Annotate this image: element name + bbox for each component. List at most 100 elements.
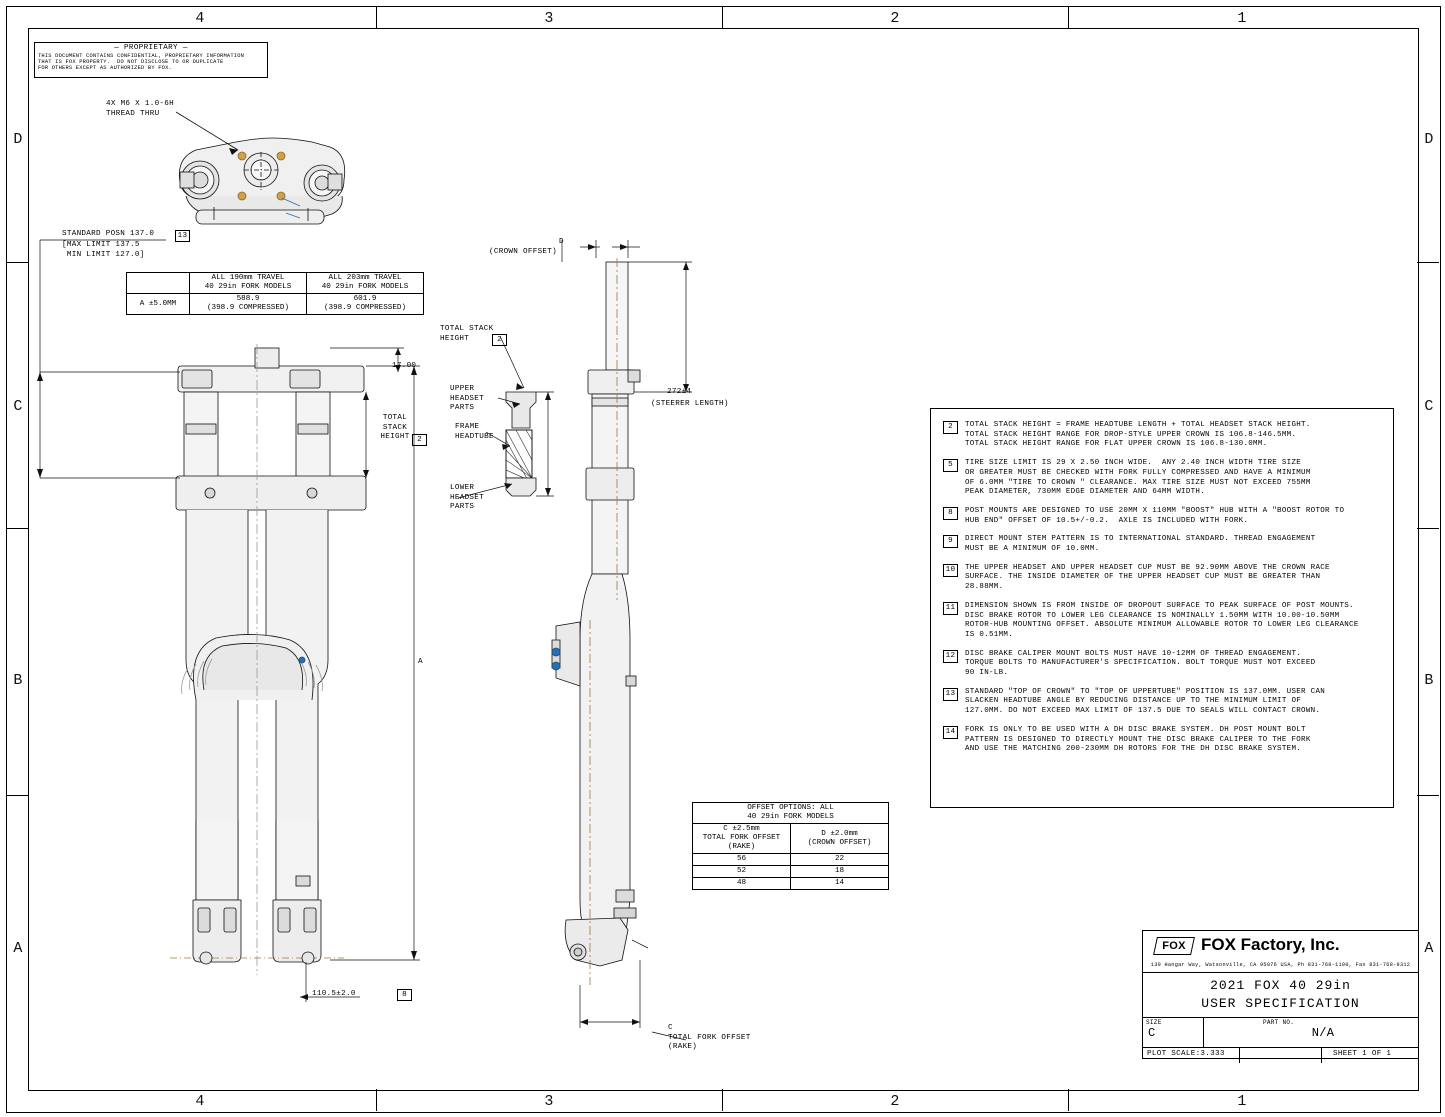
company-address-row: 130 Hangar Way, Watsonville, CA 95076 US… xyxy=(1143,961,1418,972)
table-row: A ±5.0MM 588.9 (398.9 COMPRESSED) 601.9 … xyxy=(126,293,424,315)
zone-label-bottom-4: 4 xyxy=(195,1093,205,1110)
callout-standard-posn-limits: [MAX LIMIT 137.5 MIN LIMIT 127.0] xyxy=(62,241,145,259)
zone-label-top-3: 3 xyxy=(544,10,554,27)
note-text: FORK IS ONLY TO BE USED WITH A DH DISC B… xyxy=(965,725,1311,754)
travel-table-value-203: 601.9 (398.9 COMPRESSED) xyxy=(306,293,424,315)
travel-table-grid: ALL 190mm TRAVEL 40 29in FORK MODELS ALL… xyxy=(126,272,424,315)
offset-table-c-2: 52 xyxy=(692,865,791,878)
zone-label-right-D: D xyxy=(1424,131,1434,148)
proprietary-body: THIS DOCUMENT CONTAINS CONFIDENTIAL, PRO… xyxy=(38,53,245,72)
zone-divider xyxy=(376,1089,377,1111)
note-flag: 14 xyxy=(943,725,958,739)
offset-table-grid: OFFSET OPTIONS: ALL 40 29in FORK MODELS … xyxy=(692,802,889,890)
sheet-outer-border xyxy=(6,6,1441,1113)
travel-table: ALL 190mm TRAVEL 40 29in FORK MODELS ALL… xyxy=(126,272,424,315)
note-flag: 10 xyxy=(943,563,958,577)
dimension-A: A xyxy=(418,658,423,666)
callout-total-stack-mid: TOTAL STACK HEIGHT xyxy=(440,325,494,343)
table-row: 48 14 xyxy=(692,877,889,890)
headset-detail xyxy=(505,391,537,497)
note-text: THE UPPER HEADSET AND UPPER HEADSET CUP … xyxy=(965,563,1330,592)
drawing-title-line2: USER SPECIFICATION xyxy=(1201,996,1360,1011)
note-item: 2 TOTAL STACK HEIGHT = FRAME HEADTUBE LE… xyxy=(943,421,1383,450)
note-flag: 8 xyxy=(943,506,958,520)
note-text: POST MOUNTS ARE DESIGNED TO USE 20MM X 1… xyxy=(965,506,1345,525)
travel-table-header-203: ALL 203mm TRAVEL 40 29in FORK MODELS xyxy=(306,272,424,294)
table-row: 52 18 xyxy=(692,865,889,878)
note-text: DIRECT MOUNT STEM PATTERN IS TO INTERNAT… xyxy=(965,535,1316,554)
note-item: 11 DIMENSION SHOWN IS FROM INSIDE OF DRO… xyxy=(943,601,1383,641)
offset-table-d-2: 18 xyxy=(790,865,889,878)
zone-divider xyxy=(6,795,28,796)
note-flag: 12 xyxy=(943,649,958,663)
dimension-lines xyxy=(37,239,692,1041)
fox-logo-mark-box: FOX xyxy=(1153,937,1195,955)
offset-table-header-d: D ±2.0mm (CROWN OFFSET) xyxy=(790,823,889,854)
zone-label-top-1: 1 xyxy=(1237,10,1247,27)
travel-table-header-190: ALL 190mm TRAVEL 40 29in FORK MODELS xyxy=(189,272,307,294)
note-item: 14 FORK IS ONLY TO BE USED WITH A DH DIS… xyxy=(943,725,1383,755)
title-block: FOX FOX Factory, Inc. 130 Hangar Way, Wa… xyxy=(1142,930,1419,1063)
zone-label-left-D: D xyxy=(13,131,23,148)
zone-label-left-B: B xyxy=(13,672,23,689)
note-flag: 9 xyxy=(943,535,958,549)
divider xyxy=(1239,1048,1240,1063)
zone-divider xyxy=(6,262,28,263)
callout-total-stack-mid-flag: 2 xyxy=(492,334,507,346)
note-text: TIRE SIZE LIMIT IS 29 X 2.50 INCH WIDE. … xyxy=(965,459,1311,497)
callout-crown-offset-d: D xyxy=(559,238,564,246)
note-item: 13 STANDARD "TOP OF CROWN" TO "TOP OF UP… xyxy=(943,687,1383,717)
travel-table-corner xyxy=(126,272,190,294)
callout-lower-headset-parts: LOWER HEADSET PARTS xyxy=(450,484,484,512)
top-view-crown xyxy=(178,137,346,225)
callout-standard-posn-flag: 13 xyxy=(175,230,190,242)
callout-frame-headtube: FRAME HEADTUBE xyxy=(455,423,494,441)
company-name: FOX Factory, Inc. xyxy=(1201,935,1340,954)
offset-table-title: OFFSET OPTIONS: ALL 40 29in FORK MODELS xyxy=(692,802,889,824)
zone-divider xyxy=(1417,528,1439,529)
zone-divider xyxy=(376,6,377,28)
note-text: DISC BRAKE CALIPER MOUNT BOLTS MUST HAVE… xyxy=(965,649,1316,678)
front-view-fork xyxy=(170,344,367,975)
size-value: C xyxy=(1148,1026,1156,1040)
table-row: 56 22 xyxy=(692,853,889,866)
callout-total-stack-left-flag: 2 xyxy=(412,434,427,446)
zone-label-top-4: 4 xyxy=(195,10,205,27)
scale-sheet-row: PLOT SCALE:3.333 SHEET 1 OF 1 xyxy=(1143,1047,1418,1063)
dimension-110: 110.5±2.0 xyxy=(312,990,356,998)
callout-thread: 4X M6 X 1.0-6H THREAD THRU xyxy=(106,100,174,118)
side-view-fork xyxy=(551,258,641,985)
note-text: STANDARD "TOP OF CROWN" TO "TOP OF UPPER… xyxy=(965,687,1326,716)
sheet-number: SHEET 1 OF 1 xyxy=(1333,1050,1392,1058)
sheet-inner-border xyxy=(28,28,1419,1091)
zone-label-bottom-2: 2 xyxy=(890,1093,900,1110)
zone-divider xyxy=(6,528,28,529)
fox-logo-text: FOX xyxy=(1162,940,1186,952)
table-row: ALL 190mm TRAVEL 40 29in FORK MODELS ALL… xyxy=(126,272,424,294)
proprietary-notice: — PROPRIETARY — THIS DOCUMENT CONTAINS C… xyxy=(34,42,268,78)
note-flag: 11 xyxy=(943,601,958,615)
table-row: C ±2.5mm TOTAL FORK OFFSET (RAKE) D ±2.0… xyxy=(692,823,889,854)
divider xyxy=(1321,1048,1322,1063)
note-text: DIMENSION SHOWN IS FROM INSIDE OF DROPOU… xyxy=(965,601,1359,639)
zone-divider xyxy=(1068,1089,1069,1111)
zone-label-top-2: 2 xyxy=(890,10,900,27)
travel-table-row-label: A ±5.0MM xyxy=(126,293,190,315)
note-flag: 13 xyxy=(943,687,958,701)
zone-label-right-C: C xyxy=(1424,398,1434,415)
dimension-steerer-note: (STEERER LENGTH) xyxy=(651,400,729,408)
note-item: 9 DIRECT MOUNT STEM PATTERN IS TO INTERN… xyxy=(943,535,1383,554)
callout-upper-headset-parts: UPPER HEADSET PARTS xyxy=(450,385,484,413)
notes-panel: 2 TOTAL STACK HEIGHT = FRAME HEADTUBE LE… xyxy=(930,408,1394,808)
offset-table-c-3: 48 xyxy=(692,877,791,890)
note-flag: 2 xyxy=(943,421,958,434)
note-item: 8 POST MOUNTS ARE DESIGNED TO USE 20MM X… xyxy=(943,506,1383,526)
offset-table-d-3: 14 xyxy=(790,877,889,890)
zone-label-right-B: B xyxy=(1424,672,1434,689)
callout-total-stack-left: TOTAL STACK HEIGHT xyxy=(380,414,410,442)
callout-crown-offset: (CROWN OFFSET) xyxy=(489,248,557,256)
table-row: OFFSET OPTIONS: ALL 40 29in FORK MODELS xyxy=(692,802,889,824)
callout-total-fork-offset: C TOTAL FORK OFFSET (RAKE) xyxy=(668,1024,751,1052)
zone-label-bottom-1: 1 xyxy=(1237,1093,1247,1110)
